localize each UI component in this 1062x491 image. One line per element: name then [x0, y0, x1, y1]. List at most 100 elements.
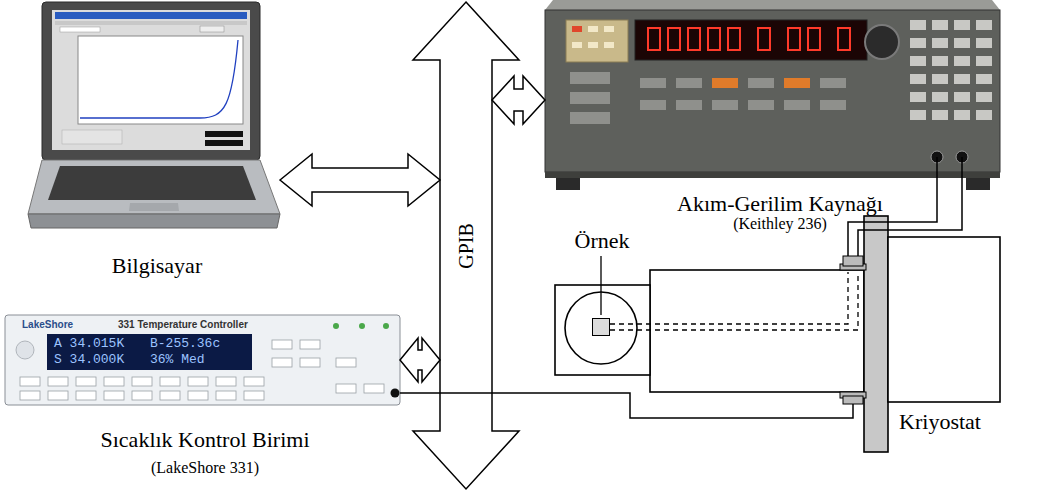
- source-meter-picture-part: [676, 100, 702, 110]
- controller-picture-part: [5, 315, 400, 405]
- double-arrow: [280, 154, 440, 206]
- node-label: Akım-Gerilim Kaynağı: [677, 192, 883, 216]
- double-arrow: [400, 338, 440, 382]
- controller-picture: [5, 315, 400, 405]
- laptop-picture-part: [60, 27, 100, 32]
- controller-picture-part-part: [272, 340, 292, 349]
- display-text: B-255.36c: [150, 337, 220, 351]
- source-meter-picture-part: [566, 20, 628, 62]
- controller-picture-part: [359, 323, 365, 329]
- controller-picture-part-part: [336, 358, 356, 367]
- double-arrow: [492, 76, 545, 124]
- source-meter-picture-part-part: [954, 38, 970, 48]
- laptop-picture-part: [55, 21, 247, 25]
- source-meter-picture-part-part: [976, 92, 992, 102]
- controller-picture-part-part: [216, 377, 236, 386]
- source-meter-picture-part: [748, 100, 774, 110]
- source-meter-picture-part: [910, 20, 992, 120]
- source-meter-picture-part-part: [976, 20, 992, 30]
- brand-text: LakeShore: [22, 319, 73, 330]
- laptop-picture-part: [129, 203, 179, 211]
- controller-picture-part: [391, 389, 400, 398]
- controller-picture-part-part: [76, 391, 96, 400]
- source-meter-picture-part-part: [932, 92, 948, 102]
- controller-picture-part-part: [132, 391, 152, 400]
- controller-picture-part-part: [20, 391, 40, 400]
- node-sublabel: (Keithley 236): [733, 215, 827, 233]
- source-meter-picture-part-part: [910, 20, 926, 30]
- laptop-picture-part: [62, 130, 122, 144]
- source-meter-picture-part: [820, 100, 846, 110]
- source-meter-picture-part: [545, 0, 1000, 10]
- source-meter-picture-part-part: [838, 28, 850, 50]
- source-meter-picture-part: [572, 42, 582, 48]
- source-meter-picture-part-part: [976, 56, 992, 66]
- controller-picture-part-part: [160, 391, 180, 400]
- wire-line: [400, 393, 853, 418]
- source-meter-picture-part-part: [932, 74, 948, 84]
- source-meter-picture-part: [545, 172, 1000, 178]
- source-meter-picture-part-part: [910, 92, 926, 102]
- source-meter-picture-part: [640, 100, 666, 110]
- source-meter-picture-part: [784, 78, 810, 88]
- bus-connector: [280, 154, 440, 206]
- node-label: GPIB: [455, 223, 477, 269]
- controller-picture-part-part: [48, 377, 68, 386]
- controller-picture-part-part: [188, 391, 208, 400]
- cryostat-picture-part: [888, 237, 1000, 402]
- source-meter-picture-part: [966, 178, 990, 190]
- laptop-picture-part: [205, 140, 243, 146]
- source-meter-picture-part: [570, 92, 610, 104]
- source-meter-picture-part-part: [954, 74, 970, 84]
- source-meter-picture-part-part: [954, 92, 970, 102]
- cable-connector: [400, 393, 853, 418]
- node-label: Örnek: [575, 229, 630, 253]
- source-meter-picture-part-part: [808, 28, 820, 50]
- source-meter-picture-part-part: [976, 110, 992, 120]
- source-meter-picture-part: [545, 10, 1000, 172]
- node-label: Kriyostat: [899, 410, 981, 434]
- source-meter-picture-part: [784, 100, 810, 110]
- source-meter-picture-part-part: [976, 38, 992, 48]
- cryostat-picture: [555, 216, 1000, 452]
- source-meter-picture-part-part: [954, 110, 970, 120]
- laptop-picture-part: [42, 2, 260, 160]
- source-meter-picture-part-part: [648, 28, 660, 50]
- controller-picture-part: [383, 323, 389, 329]
- node-label: Sıcaklık Kontrol Birimi: [101, 428, 310, 452]
- source-meter-picture-part: [570, 72, 610, 84]
- source-meter-picture-part-part: [910, 56, 926, 66]
- controller-picture-part-part: [48, 391, 68, 400]
- bus-connector: [492, 76, 545, 124]
- controller-picture-part-part: [336, 384, 356, 393]
- display-text: 36% Med: [150, 353, 205, 367]
- controller-picture-part-part: [272, 358, 292, 367]
- controller-picture-part: [47, 334, 252, 370]
- source-meter-picture-part: [936, 157, 938, 190]
- controller-picture-part-part: [364, 384, 384, 393]
- source-meter-picture-part: [570, 112, 610, 124]
- source-meter-picture-part: [604, 42, 614, 48]
- bus-arrow-part: [413, 2, 519, 489]
- node-label: Bilgisayar: [112, 254, 202, 278]
- laptop-picture-part: [28, 214, 280, 228]
- source-meter-picture-part: [588, 26, 598, 32]
- source-meter-picture-part: [820, 78, 846, 88]
- source-meter-picture-part-part: [932, 56, 948, 66]
- laptop-picture-part: [78, 36, 243, 124]
- model-text: 331 Temperature Controller: [118, 319, 248, 330]
- controller-picture-part-part: [244, 391, 264, 400]
- source-meter-picture-part-part: [954, 56, 970, 66]
- controller-picture-part: [16, 341, 34, 359]
- cryostat-picture-part: [600, 256, 601, 315]
- computer-node: Bilgisayar: [28, 0, 280, 232]
- source-meter-picture-part: [676, 78, 702, 88]
- source-meter-picture-part-part: [708, 28, 720, 50]
- source-meter-picture-part: [556, 178, 580, 190]
- cryostat-picture-part: [843, 396, 863, 404]
- source-meter-picture-part: [588, 42, 598, 48]
- cryostat-picture-part: [555, 285, 650, 375]
- source-meter-picture-part-part: [758, 28, 770, 50]
- source-meter-picture-part: [640, 78, 666, 88]
